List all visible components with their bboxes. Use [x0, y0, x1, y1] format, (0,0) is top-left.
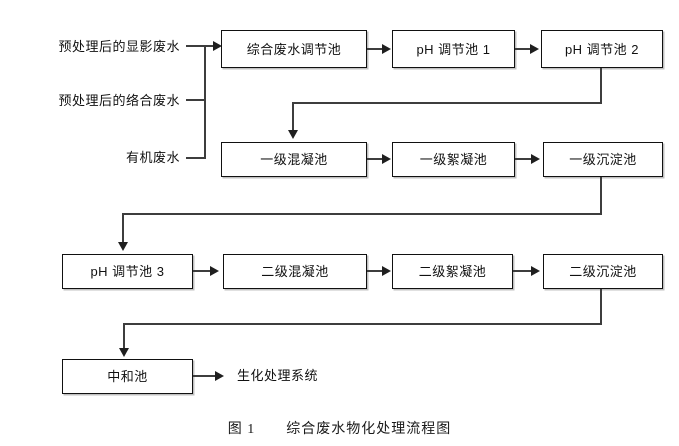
node-secondary-flocculation[interactable]: 二级絮凝池 — [392, 254, 513, 289]
connector-comprehensive-to-ph1 — [367, 48, 384, 50]
connector-primary-coagulation-to-flocculation — [367, 158, 384, 160]
connector-primary-sedimentation-to-ph3 — [122, 213, 124, 244]
connector-secondary-sedimentation-left — [123, 323, 602, 325]
node-ph-tank-3[interactable]: pH 调节池 3 — [62, 254, 193, 289]
arrowhead-ph3-to-secondary-coagulation — [210, 266, 219, 276]
arrowhead-secondary-sedimentation-to-neutralization — [119, 348, 129, 357]
connector-ph1-to-ph2 — [515, 48, 532, 50]
connector-ph2-left — [292, 102, 602, 104]
node-comprehensive-tank[interactable]: 综合废水调节池 — [221, 30, 367, 68]
arrowhead-input-to-comprehensive-tank — [213, 41, 222, 51]
figure-caption-title: 综合废水物化处理流程图 — [286, 422, 452, 437]
node-secondary-coagulation[interactable]: 二级混凝池 — [223, 254, 367, 289]
connector-input-to-comprehensive-tank — [204, 45, 216, 47]
label-biochemical-system: 生化处理系统 — [237, 368, 319, 383]
arrowhead-secondary-flocculation-to-sedimentation — [531, 266, 540, 276]
arrowhead-primary-flocculation-to-sedimentation — [531, 154, 540, 164]
connector-ph2-to-primary-coagulation — [292, 102, 294, 132]
connector-ph3-to-secondary-coagulation — [193, 270, 212, 272]
figure-caption-number: 图 1 — [227, 422, 256, 437]
node-ph-tank-1[interactable]: pH 调节池 1 — [392, 30, 515, 68]
node-primary-coagulation[interactable]: 一级混凝池 — [221, 142, 367, 177]
connector-input2-stub — [186, 99, 206, 101]
connector-secondary-sedimentation-down — [600, 289, 602, 325]
connector-input3-stub — [186, 157, 206, 159]
node-primary-flocculation[interactable]: 一级絮凝池 — [392, 142, 515, 177]
connector-secondary-flocculation-to-sedimentation — [513, 270, 533, 272]
node-ph-tank-2[interactable]: pH 调节池 2 — [541, 30, 663, 68]
connector-primary-sedimentation-left — [122, 213, 602, 215]
arrowhead-neutralization-to-biochemical — [215, 371, 224, 381]
arrowhead-comprehensive-to-ph1 — [382, 44, 391, 54]
node-secondary-sedimentation[interactable]: 二级沉淀池 — [543, 254, 663, 289]
arrowhead-secondary-coagulation-to-flocculation — [382, 266, 391, 276]
arrowhead-primary-coagulation-to-flocculation — [382, 154, 391, 164]
input-label-organic-wastewater: 有机废水 — [125, 150, 180, 165]
connector-primary-flocculation-to-sedimentation — [515, 158, 533, 160]
node-neutralization-tank[interactable]: 中和池 — [62, 359, 193, 394]
node-primary-sedimentation[interactable]: 一级沉淀池 — [543, 142, 663, 177]
arrowhead-primary-sedimentation-to-ph3 — [118, 242, 128, 251]
connector-ph2-down — [600, 68, 602, 104]
connector-secondary-sedimentation-to-neutralization — [123, 323, 125, 350]
connector-input1-stub — [186, 45, 206, 47]
connector-neutralization-to-biochemical — [193, 375, 217, 377]
connector-secondary-coagulation-to-flocculation — [367, 270, 384, 272]
arrowhead-ph2-to-primary-coagulation — [288, 130, 298, 139]
connector-primary-sedimentation-down — [600, 177, 602, 215]
connector-input-bus — [204, 45, 206, 159]
figure-caption: 图 1 综合废水物化处理流程图 — [0, 418, 679, 438]
arrowhead-ph1-to-ph2 — [530, 44, 539, 54]
input-label-developing-wastewater: 预处理后的显影废水 — [58, 39, 180, 54]
input-label-complexing-wastewater: 预处理后的络合废水 — [58, 93, 180, 108]
